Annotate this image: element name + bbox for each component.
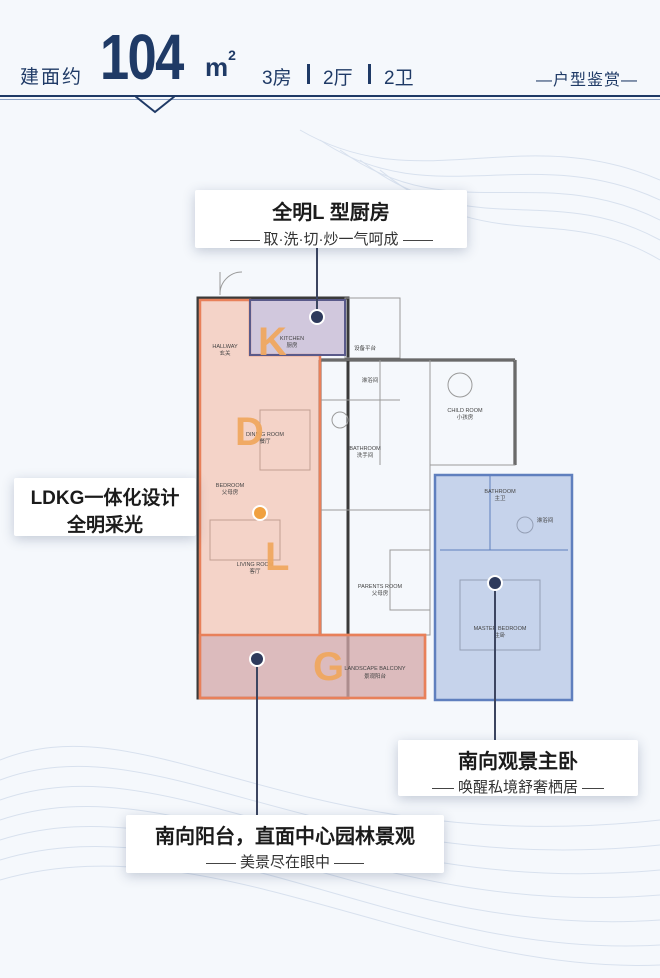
header-rule-thin — [0, 99, 660, 100]
callout-kitchen-sub: 取·洗·切·炒一气呵成 — [195, 228, 467, 249]
marker-dot-master — [487, 575, 503, 591]
callout-master-sub: 唤醒私境舒奢栖居 — [398, 776, 638, 797]
living-label: LIVING ROOM — [237, 562, 274, 568]
leader-line-balcony — [256, 658, 258, 818]
zone-letter-l: L — [265, 535, 290, 579]
leader-line-master — [494, 582, 496, 742]
child-label: CHILD ROOM — [447, 408, 483, 414]
callout-balcony-sub: 美景尽在眼中 — [126, 851, 444, 872]
master-label: MASTER BEDROOM — [474, 626, 527, 632]
child-label-cn: 小孩房 — [457, 413, 474, 421]
floor-plan: HALLWAY 玄关 KITCHEN 厨房 设备平台 DINING ROOM 餐… — [196, 271, 574, 702]
kitchen-zone — [249, 299, 346, 356]
callout-balcony: 南向阳台，直面中心园林景观 美景尽在眼中 — [126, 815, 444, 873]
bedroom-label: BEDROOM — [216, 483, 245, 489]
master-bedroom-zone — [433, 473, 574, 702]
dining-label: DINING ROOM — [246, 432, 284, 438]
section-title: —户型鉴赏— — [535, 72, 638, 89]
bath1-label: BATHROOM — [349, 446, 381, 452]
parents-label: PARENTS ROOM — [358, 584, 403, 590]
balcony-label-cn: 景观阳台 — [364, 672, 387, 680]
bedroom-label-cn: 父母房 — [222, 488, 239, 496]
kitchen-label: KITCHEN — [280, 336, 304, 342]
baths-count: 2卫 — [384, 68, 414, 89]
divider — [307, 64, 310, 84]
balcony-label: LANDSCAPE BALCONY — [344, 666, 405, 672]
callout-ldkg-title-2: 全明采光 — [66, 515, 143, 536]
callout-kitchen: 全明L 型厨房 取·洗·切·炒一气呵成 — [195, 190, 467, 248]
rooms-count: 3房 — [262, 68, 292, 89]
shower1-label-cn: 淋浴间 — [362, 376, 379, 384]
leader-line-kitchen — [316, 245, 318, 315]
callout-master: 南向观景主卧 唤醒私境舒奢栖居 — [398, 740, 638, 796]
callout-ldkg: LDKG一体化设计 全明采光 — [14, 478, 196, 536]
parents-label-cn: 父母房 — [372, 589, 389, 597]
area-label: 建面约 — [20, 67, 84, 88]
halls-count: 2厅 — [323, 68, 353, 89]
area-value: 104 — [100, 21, 184, 93]
kitchen-label-cn: 厨房 — [286, 341, 298, 349]
divider — [368, 64, 371, 84]
living-label-cn: 客厅 — [249, 567, 261, 575]
hallway-label: HALLWAY — [212, 344, 238, 350]
bath1-label-cn: 洗手间 — [357, 451, 374, 459]
balcony-zone — [198, 633, 427, 700]
callout-master-title: 南向观景主卧 — [458, 751, 578, 773]
header-notch-icon — [135, 95, 175, 114]
bath2-label: BATHROOM — [484, 489, 516, 495]
equipment-label-cn: 设备平台 — [354, 344, 377, 352]
shower2-label-cn: 淋浴间 — [537, 516, 554, 524]
marker-dot-kitchen — [309, 309, 325, 325]
dining-label-cn: 餐厅 — [259, 437, 271, 445]
callout-kitchen-title: 全明L 型厨房 — [272, 202, 390, 224]
master-label-cn: 主卧 — [494, 631, 506, 639]
zone-letter-g: G — [313, 645, 345, 689]
hallway-label-cn: 玄关 — [219, 349, 231, 357]
marker-dot-balcony — [249, 651, 265, 667]
zone-letter-d: D — [235, 410, 264, 454]
area-unit: m2 — [205, 47, 236, 82]
callout-balcony-title: 南向阳台，直面中心园林景观 — [155, 826, 415, 848]
marker-dot-ldkg — [252, 505, 268, 521]
header: 建面约 104 m2 3房 2厅 2卫 —户型鉴赏— — [0, 0, 660, 120]
callout-ldkg-title-1: LDKG一体化设计 — [30, 488, 180, 509]
zone-letter-k: K — [258, 320, 287, 364]
bath2-label-cn: 主卫 — [494, 494, 506, 502]
header-rule — [0, 95, 660, 97]
